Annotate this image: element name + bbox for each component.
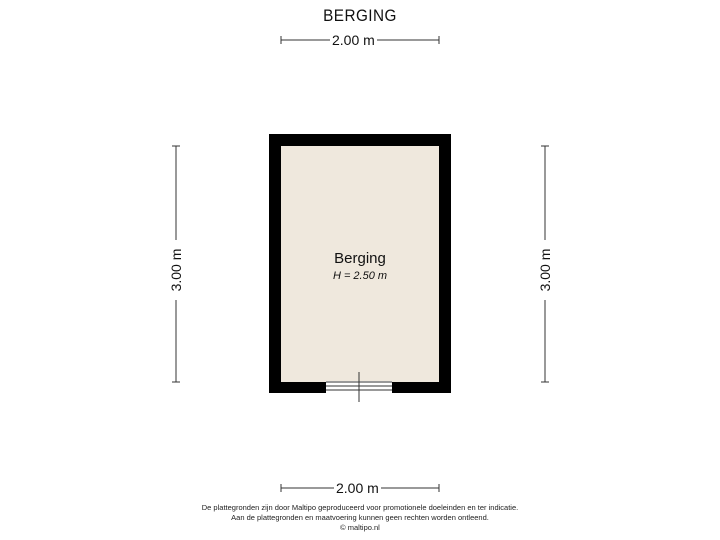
- top-dimension-label: 2.00 m: [330, 32, 377, 48]
- room-floor: [281, 146, 439, 382]
- plan-title: BERGING: [323, 6, 397, 25]
- disclaimer-line-1: De plattegronden zijn door Maltipo gepro…: [201, 503, 519, 512]
- room-height: H = 2.50 m: [332, 270, 388, 282]
- door-frame: [326, 372, 392, 402]
- room-name: Berging: [334, 250, 386, 267]
- left-dimension-label: 3.00 m: [168, 240, 184, 300]
- right-dimension-label: 3.00 m: [537, 240, 553, 300]
- bottom-dimension-label: 2.00 m: [334, 480, 381, 496]
- disclaimer: De plattegronden zijn door Maltipo gepro…: [0, 503, 720, 533]
- disclaimer-line-3: © maltipo.nl: [340, 523, 380, 532]
- disclaimer-line-2: Aan de plattegronden en maatvoering kunn…: [231, 513, 489, 522]
